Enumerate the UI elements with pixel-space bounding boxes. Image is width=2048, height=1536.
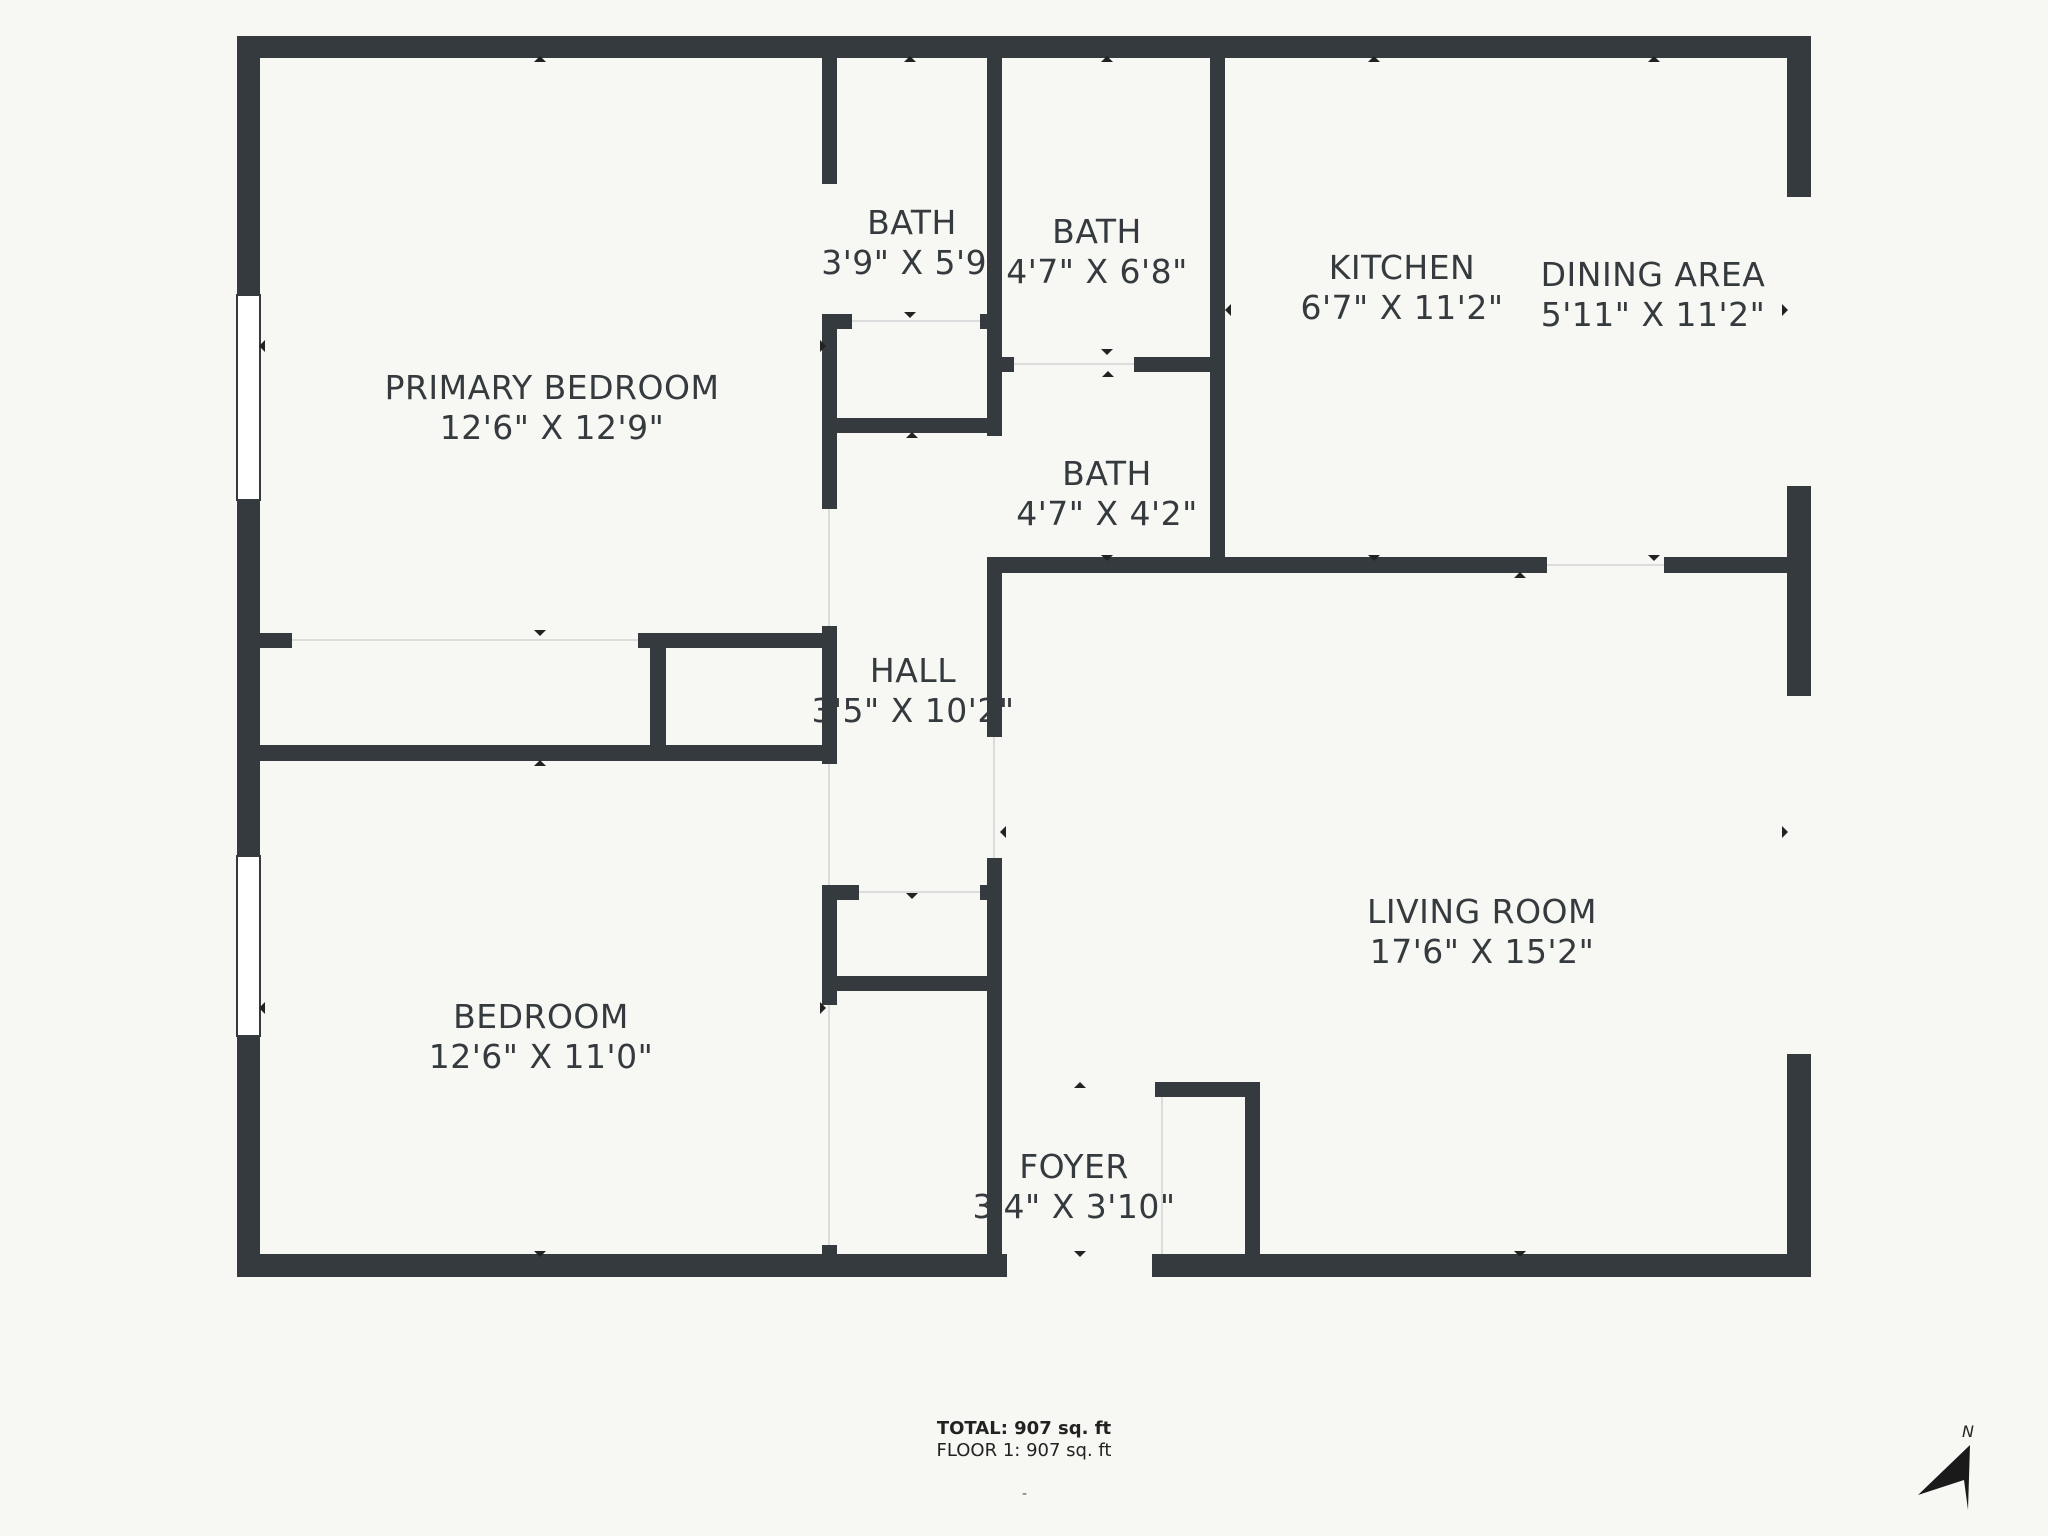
compass-icon — [1918, 1445, 1970, 1510]
dimension-marker — [1101, 349, 1113, 355]
room-name: BATH — [1062, 454, 1152, 493]
room-name: FOYER — [1019, 1147, 1129, 1186]
dimension-marker — [259, 340, 265, 352]
dimension-marker — [1225, 304, 1231, 316]
room-label-foyer: FOYER 3'4" X 3'10" — [972, 1147, 1175, 1227]
room-name: PRIMARY BEDROOM — [384, 368, 720, 407]
window-bedroom — [236, 855, 261, 1037]
dimension-marker — [259, 1002, 265, 1014]
dimension-marker — [1074, 1251, 1086, 1257]
dimension-marker — [1101, 555, 1113, 561]
room-name: HALL — [869, 651, 957, 690]
dimension-marker — [1648, 56, 1660, 62]
room-label-hall: HALL 3'5" X 10'2" — [811, 651, 1014, 731]
dimension-marker — [534, 56, 546, 62]
floor-area: FLOOR 1: 907 sq. ft — [936, 1440, 1112, 1461]
room-name: BATH — [867, 203, 957, 242]
dimension-marker — [904, 312, 916, 318]
room-label-bath-3: BATH 4'7" X 4'2" — [1016, 454, 1198, 534]
dimension-marker — [820, 1002, 826, 1014]
room-dimensions: 3'9" X 5'9" — [821, 243, 1003, 282]
dimension-marker — [1368, 555, 1380, 561]
room-label-primary-bedroom: PRIMARY BEDROOM 12'6" X 12'9" — [385, 368, 720, 448]
room-name: DINING AREA — [1540, 255, 1766, 294]
room-label-dining-area: DINING AREA 5'11" X 11'2" — [1541, 255, 1766, 335]
dimension-marker — [904, 56, 916, 62]
room-label-bath-1: BATH 3'9" X 5'9" — [821, 203, 1003, 283]
dimension-marker — [1102, 371, 1114, 377]
dimension-marker — [1000, 826, 1006, 838]
dimension-marker — [820, 340, 826, 352]
dimension-marker — [534, 630, 546, 636]
total-area: TOTAL: 907 sq. ft — [936, 1418, 1112, 1439]
room-dimensions: 5'11" X 11'2" — [1540, 295, 1766, 334]
room-dimensions: 3'4" X 3'10" — [972, 1187, 1176, 1226]
openings — [236, 197, 1812, 1278]
room-name: LIVING ROOM — [1366, 892, 1598, 931]
room-label-bath-2: BATH 4'7" X 6'8" — [1006, 212, 1188, 292]
room-dimensions: 17'6" X 15'2" — [1369, 932, 1595, 971]
dimension-marker — [1074, 1082, 1086, 1088]
dimension-markers — [259, 56, 1788, 1257]
room-name: BATH — [1052, 212, 1142, 251]
room-label-living-room: LIVING ROOM 17'6" X 15'2" — [1367, 892, 1597, 972]
room-label-kitchen: KITCHEN 6'7" X 11'2" — [1300, 248, 1503, 328]
dimension-marker — [1782, 304, 1788, 316]
dimension-marker — [1368, 56, 1380, 62]
dimension-marker — [906, 893, 918, 899]
dimension-marker — [1782, 826, 1788, 838]
door-lines — [292, 320, 1664, 1254]
room-dimensions: 4'7" X 6'8" — [1006, 252, 1188, 291]
footer-dash: - — [1022, 1486, 1028, 1502]
room-dimensions: 4'7" X 4'2" — [1016, 494, 1198, 533]
dimension-marker — [534, 760, 546, 766]
area-totals: TOTAL: 907 sq. ft FLOOR 1: 907 sq. ft — [937, 1418, 1112, 1462]
room-dimensions: 3'5" X 10'2" — [811, 691, 1015, 730]
interior-walls — [237, 36, 1811, 1258]
compass-north-label: N — [1962, 1422, 1974, 1441]
dimension-marker — [534, 1251, 546, 1257]
room-label-bedroom: BEDROOM 12'6" X 11'0" — [429, 997, 654, 1077]
room-dimensions: 12'6" X 11'0" — [428, 1037, 654, 1076]
room-name: KITCHEN — [1328, 248, 1476, 287]
dimension-marker — [1514, 572, 1526, 578]
dimension-marker — [1101, 56, 1113, 62]
dimension-marker — [1514, 1251, 1526, 1257]
dimension-marker — [1648, 555, 1660, 561]
dimension-marker — [906, 432, 918, 438]
room-dimensions: 6'7" X 11'2" — [1300, 288, 1504, 327]
room-name: BEDROOM — [453, 997, 629, 1036]
window-primary-bedroom — [236, 294, 261, 501]
room-dimensions: 12'6" X 12'9" — [439, 408, 665, 447]
